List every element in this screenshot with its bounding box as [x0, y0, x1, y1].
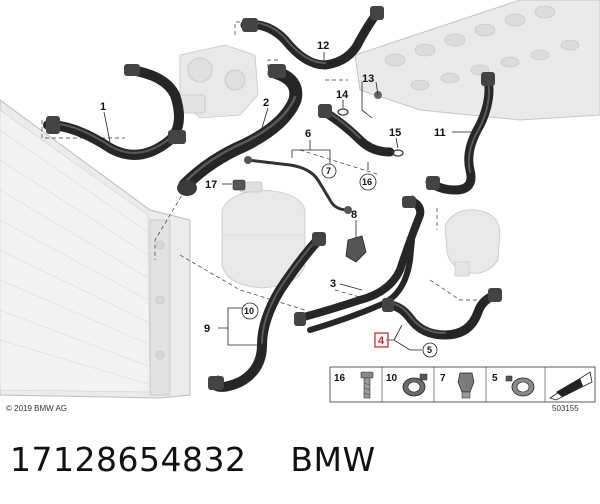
hose-1[interactable]	[43, 64, 186, 160]
legend-label-16: 16	[334, 373, 346, 384]
hose-4[interactable]	[382, 288, 502, 340]
bolt-icon	[360, 371, 374, 399]
water-pump-illustration	[174, 44, 259, 119]
caption-spacer	[246, 440, 290, 479]
hose-2[interactable]	[177, 64, 303, 196]
hose-11[interactable]	[425, 72, 495, 195]
callout-9[interactable]: 9	[204, 323, 210, 335]
fitting-14[interactable]	[337, 108, 349, 116]
callout-10[interactable]: 10	[244, 306, 254, 316]
hose-3[interactable]	[294, 196, 425, 333]
legend-label-10: 10	[386, 373, 398, 384]
hose-clamp-icon	[402, 373, 428, 397]
part-caption: 17128654832 BMW	[10, 440, 376, 479]
callout-4[interactable]: 4	[378, 335, 385, 347]
callout-14[interactable]: 14	[336, 89, 349, 101]
hose-12[interactable]	[240, 6, 384, 70]
legend-item-16[interactable]: 16	[334, 371, 374, 399]
callout-6[interactable]: 6	[305, 128, 311, 140]
callout-7[interactable]: 7	[326, 166, 331, 176]
legend-label-5: 5	[492, 373, 498, 384]
callout-15[interactable]: 15	[389, 127, 401, 139]
brand-name: BMW	[290, 440, 376, 479]
legend-item-5[interactable]: 5	[492, 373, 535, 397]
callout-16[interactable]: 16	[362, 177, 372, 187]
diagram-id: 503155	[552, 404, 579, 413]
callout-2[interactable]: 2	[263, 97, 269, 109]
legend-item-10[interactable]: 10	[386, 373, 428, 397]
connector-17[interactable]	[232, 179, 246, 191]
legend-strip: 16 10 7	[329, 366, 596, 403]
callout-11[interactable]: 11	[434, 127, 446, 139]
callout-17[interactable]: 17	[205, 179, 217, 191]
callout-1[interactable]: 1	[100, 101, 106, 113]
callout-3[interactable]: 3	[330, 278, 336, 290]
radiator-illustration	[0, 99, 191, 399]
legend-label-7: 7	[440, 373, 446, 384]
callout-13[interactable]: 13	[362, 73, 374, 85]
wedge-arrow-icon	[549, 371, 593, 401]
spring-clamp-icon	[505, 375, 535, 397]
callouts: 1 2 3 4 5 6 7 8 9 10 11 12 13 14 15 16 1…	[100, 40, 446, 358]
legend-item-7[interactable]: 7	[440, 372, 475, 399]
part-number: 17128654832	[10, 440, 247, 479]
clip-icon	[457, 372, 475, 399]
callout-5[interactable]: 5	[427, 345, 432, 355]
copyright-text: © 2019 BMW AG	[6, 404, 68, 413]
expansion-tank-illustration	[221, 181, 306, 289]
hose-9[interactable]	[208, 232, 326, 392]
leader-lines	[103, 52, 476, 351]
fitting-15[interactable]	[392, 149, 404, 157]
callout-8[interactable]: 8	[351, 209, 357, 221]
pipe-6[interactable]	[244, 156, 352, 214]
bracket-8[interactable]	[345, 235, 367, 263]
callout-4-highlight-box	[374, 332, 389, 348]
engine-block-illustration	[354, 0, 600, 121]
auxiliary-tank-illustration	[444, 209, 501, 277]
callout-12[interactable]: 12	[317, 40, 329, 52]
hose-13[interactable]	[318, 91, 395, 157]
